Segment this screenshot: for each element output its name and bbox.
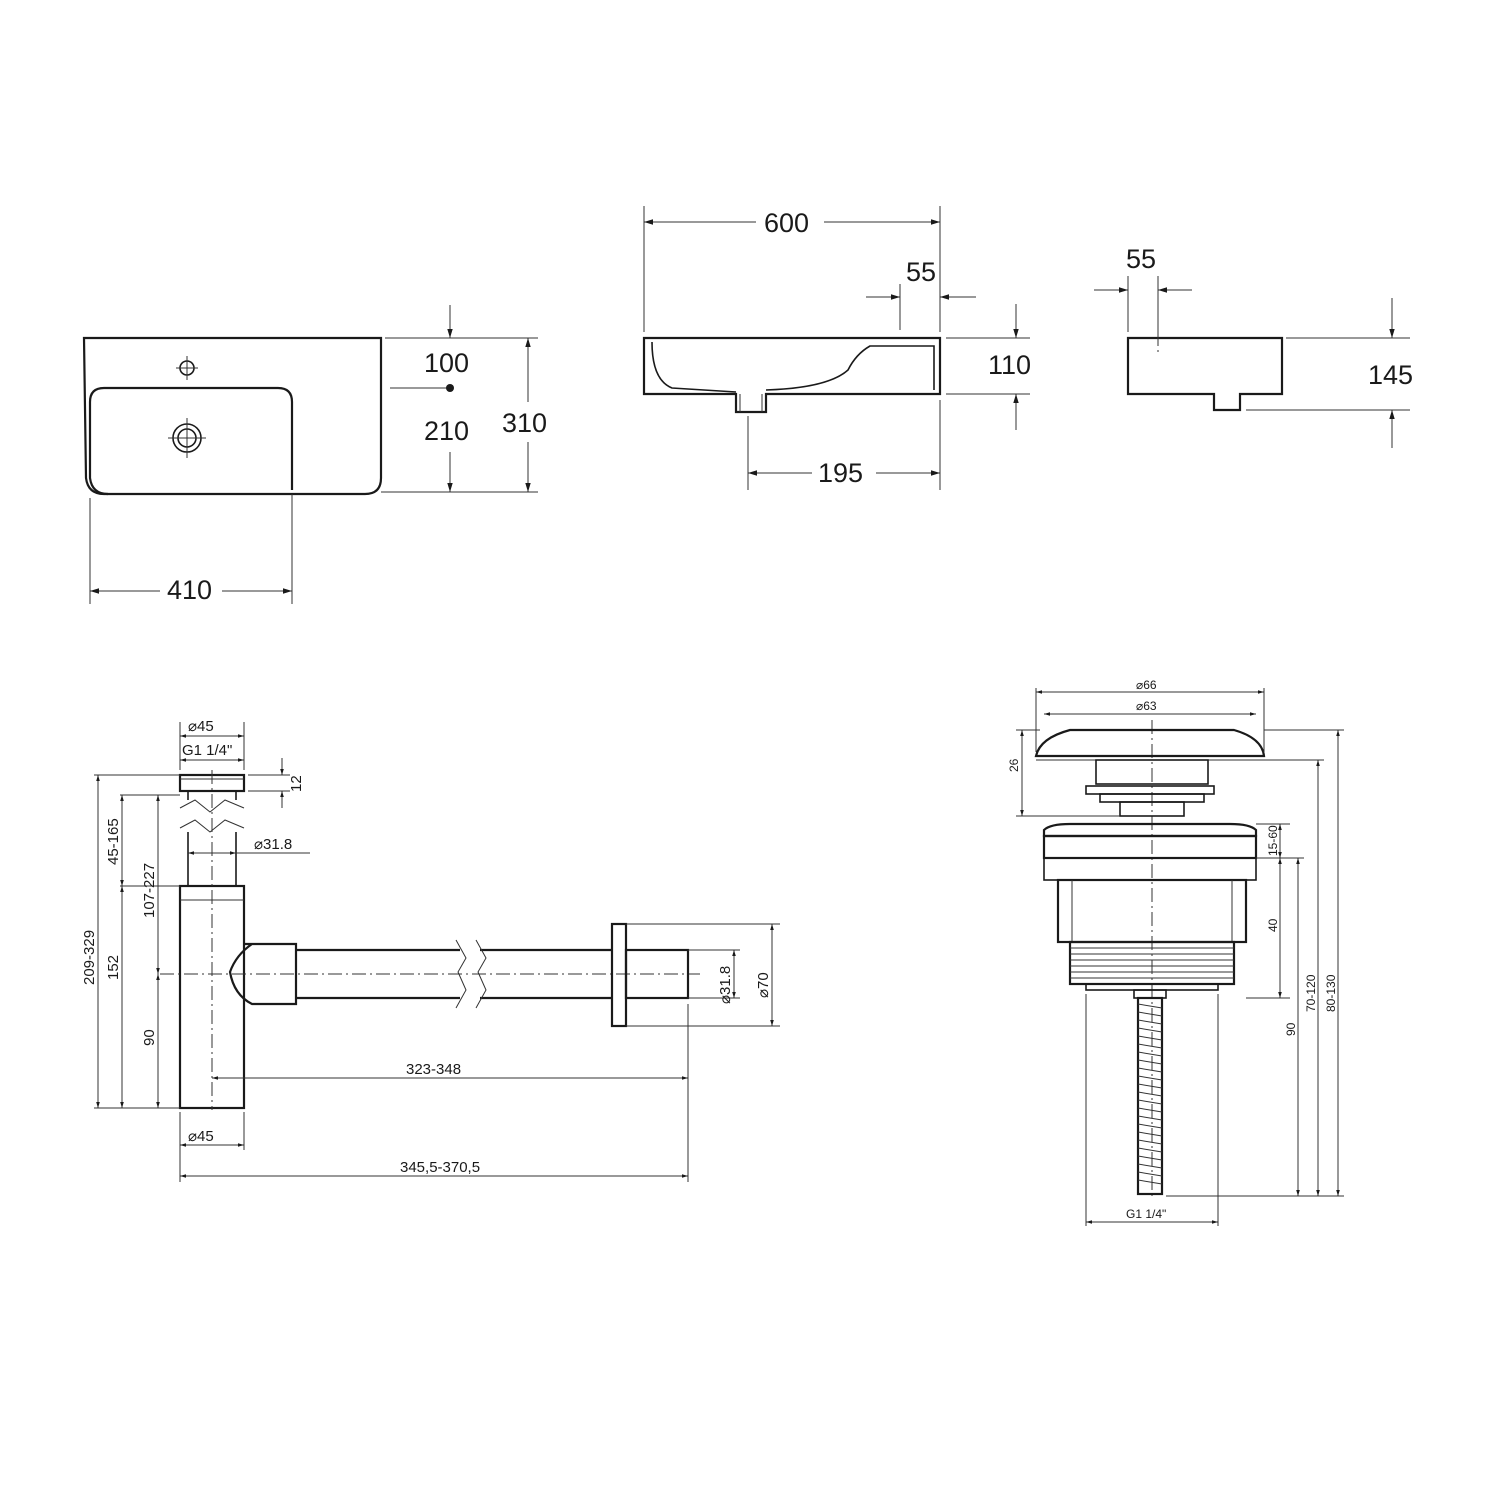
basin-outline [82,336,383,496]
bottle-trap: ⌀45 G1 1/4" 12 ⌀31.8 209-329 45-165 152 … [81,718,780,1182]
dim-45-165: 45-165 [105,818,122,865]
basin-front-view: 600 55 110 195 [642,206,1031,490]
dim-100: 100 [424,348,469,378]
dim-209-329: 209-329 [81,930,98,985]
basin-top-view: 100 210 310 410 [82,305,547,605]
dim-110: 110 [988,350,1031,380]
basin-side-view: 55 145 [1094,244,1413,448]
dim-cap-inner: ⌀63 [1136,699,1157,713]
dim-26: 26 [1007,758,1021,772]
dim-55-side: 55 [1126,244,1156,274]
dim-15-60: 15-60 [1266,825,1280,856]
basin-side-outline [1126,336,1284,412]
dim-210: 210 [424,416,469,446]
dim-310: 310 [502,408,547,438]
dim-145: 145 [1368,360,1413,390]
dim-152: 152 [105,955,122,980]
dim-80-130: 80-130 [1324,974,1338,1012]
dim-12: 12 [288,775,305,792]
pop-up-waste: ⌀66 ⌀63 26 15-60 40 90 70-120 80-130 G1 … [1007,678,1344,1226]
tap-hole-icon [176,356,198,380]
basin-bowl [88,386,294,496]
dim-600: 600 [764,208,809,238]
dim-tube-diameter: ⌀31.8 [254,836,292,853]
dim-outlet-diameter: ⌀31.8 [717,966,734,1004]
dim-345-370: 345,5-370,5 [400,1159,480,1176]
drain-icon [168,418,206,458]
dim-195: 195 [818,458,863,488]
dim-cap-outer: ⌀66 [1136,678,1157,692]
dim-thread-popup: G1 1/4" [1126,1207,1166,1221]
dim-thread: G1 1/4" [182,742,232,759]
dim-90: 90 [141,1029,158,1046]
dim-70-120: 70-120 [1304,974,1318,1012]
dim-bottom-diameter: ⌀45 [188,1128,214,1145]
dim-40: 40 [1266,918,1280,932]
dim-107-227: 107-227 [141,863,158,918]
dim-410: 410 [167,575,212,605]
dim-top-diameter: ⌀45 [188,718,214,735]
dim-55-front: 55 [906,257,936,287]
dim-flange-diameter: ⌀70 [755,972,772,998]
dim-323-348: 323-348 [406,1061,461,1078]
dim-90-popup: 90 [1284,1022,1298,1036]
basin-section [642,336,942,414]
